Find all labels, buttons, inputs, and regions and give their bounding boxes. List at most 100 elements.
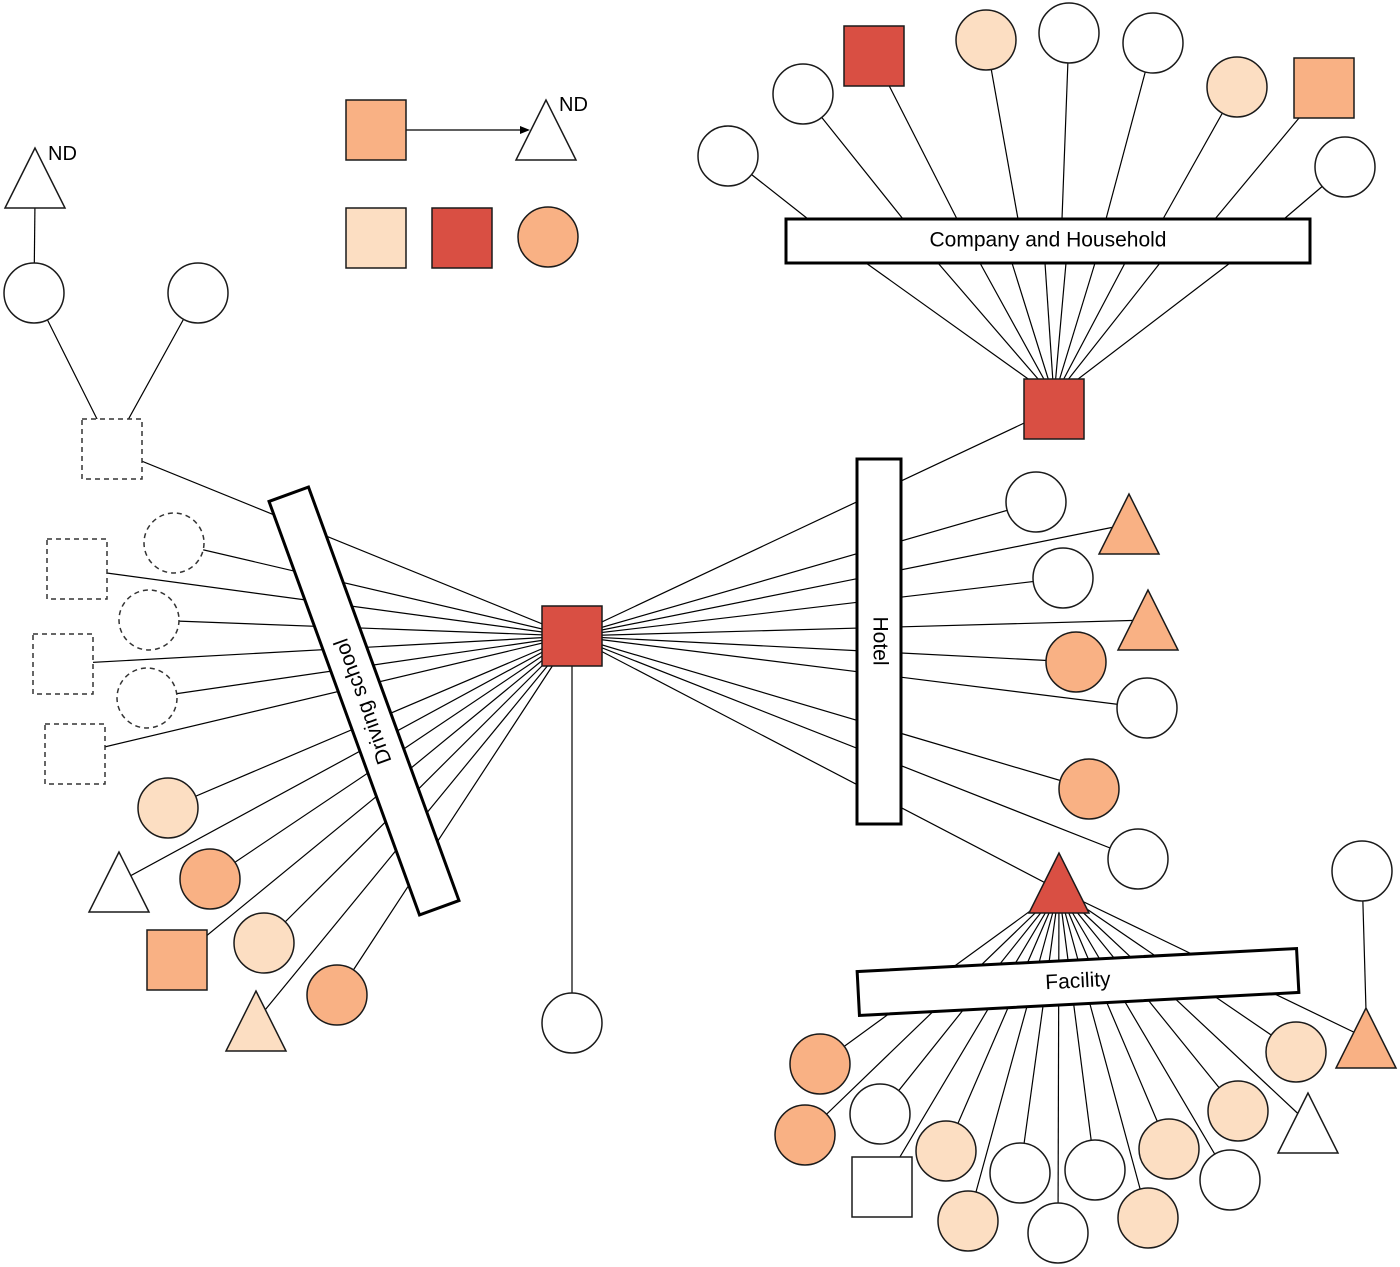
square-node <box>843 25 905 87</box>
circle-node <box>118 589 180 651</box>
edge <box>62 635 573 665</box>
square-node <box>541 605 603 667</box>
circle-node <box>1064 1139 1126 1201</box>
edge <box>881 889 1060 1188</box>
circle-node <box>1005 471 1067 533</box>
circle-node <box>1032 547 1094 609</box>
company-label: Company and Household <box>930 229 1167 252</box>
circle-node <box>1116 677 1178 739</box>
circle-node <box>1122 12 1184 74</box>
triangle-node <box>87 850 151 913</box>
circle-node <box>955 9 1017 71</box>
square-node <box>44 723 106 785</box>
circle-node <box>1107 828 1169 890</box>
square-node <box>1023 378 1085 440</box>
circle-node <box>1265 1021 1327 1083</box>
edge <box>967 889 1060 1222</box>
triangle-node <box>3 146 67 209</box>
square-node <box>46 538 108 600</box>
circle-node <box>1117 1187 1179 1249</box>
facility-label: Facility <box>1045 968 1112 994</box>
square-node <box>81 418 143 480</box>
square-node <box>146 929 208 991</box>
edge <box>571 635 1139 860</box>
nodes <box>3 2 1398 1264</box>
circle-node <box>697 125 759 187</box>
edge <box>1064 262 1161 385</box>
circle-node <box>116 667 178 729</box>
edge <box>1058 889 1149 1219</box>
triangle-node <box>224 989 288 1052</box>
edge <box>118 635 573 883</box>
circle-node <box>774 1104 836 1166</box>
circle-node <box>517 206 579 268</box>
arrow-head-icon <box>520 126 530 134</box>
edge <box>571 635 1090 790</box>
hotel-label: Hotel <box>868 616 891 665</box>
circle-node <box>167 262 229 324</box>
edge <box>571 408 1055 637</box>
circle-node <box>1207 1080 1269 1142</box>
hotel-bar: Hotel <box>855 457 903 826</box>
edge <box>937 262 1043 385</box>
circle-node <box>306 964 368 1026</box>
circle-node <box>137 777 199 839</box>
edge <box>571 501 1037 637</box>
circle-node <box>1045 631 1107 693</box>
edge <box>1058 889 1096 1171</box>
edge <box>571 577 1064 637</box>
square-node <box>851 1156 913 1218</box>
circle-node <box>1138 1118 1200 1180</box>
edge <box>1057 262 1096 385</box>
circle-node <box>989 1142 1051 1204</box>
circle-node <box>1058 758 1120 820</box>
edge <box>1071 262 1231 385</box>
edge <box>1054 262 1067 385</box>
edge <box>1057 889 1060 1234</box>
edge <box>571 635 1077 663</box>
facility-bar: Facility <box>855 946 1301 1018</box>
edge <box>571 523 1130 637</box>
edge <box>1058 889 1231 1181</box>
square-node <box>32 633 94 695</box>
edge <box>1058 889 1309 1124</box>
square-node <box>345 99 407 161</box>
triangle-node <box>1027 851 1091 914</box>
circle-node <box>1331 840 1393 902</box>
edge <box>1060 262 1126 385</box>
triangle-node <box>1334 1006 1398 1069</box>
tree-nd-label: ND <box>48 143 77 165</box>
edge <box>176 635 573 961</box>
circle-node <box>915 1120 977 1182</box>
edge <box>1044 262 1054 385</box>
square-node <box>345 207 407 269</box>
edge <box>74 635 573 755</box>
circle-node <box>1027 1202 1089 1264</box>
edge <box>571 635 1060 891</box>
circle-node <box>789 1033 851 1095</box>
circle-node <box>1038 2 1100 64</box>
edge <box>1058 889 1170 1150</box>
edge <box>945 889 1060 1152</box>
circle-node <box>3 262 65 324</box>
edge <box>111 448 573 637</box>
group-bars: Driving school Hotel Company and Househo… <box>267 217 1312 1018</box>
circle-node <box>143 512 205 574</box>
edge <box>865 262 1036 385</box>
edge <box>979 262 1048 385</box>
legend-nd-label: ND <box>559 94 588 116</box>
circle-node <box>937 1190 999 1252</box>
edge <box>173 542 573 637</box>
square-node <box>431 207 493 269</box>
square-node <box>1293 57 1355 119</box>
triangle-node <box>1116 588 1180 651</box>
circle-node <box>1199 1149 1261 1211</box>
edge <box>1019 889 1060 1174</box>
circle-node <box>179 848 241 910</box>
triangle-node <box>1276 1091 1340 1154</box>
circle-node <box>1206 56 1268 118</box>
triangle-node <box>514 98 578 161</box>
circle-node <box>541 992 603 1054</box>
edge <box>1061 32 1070 220</box>
